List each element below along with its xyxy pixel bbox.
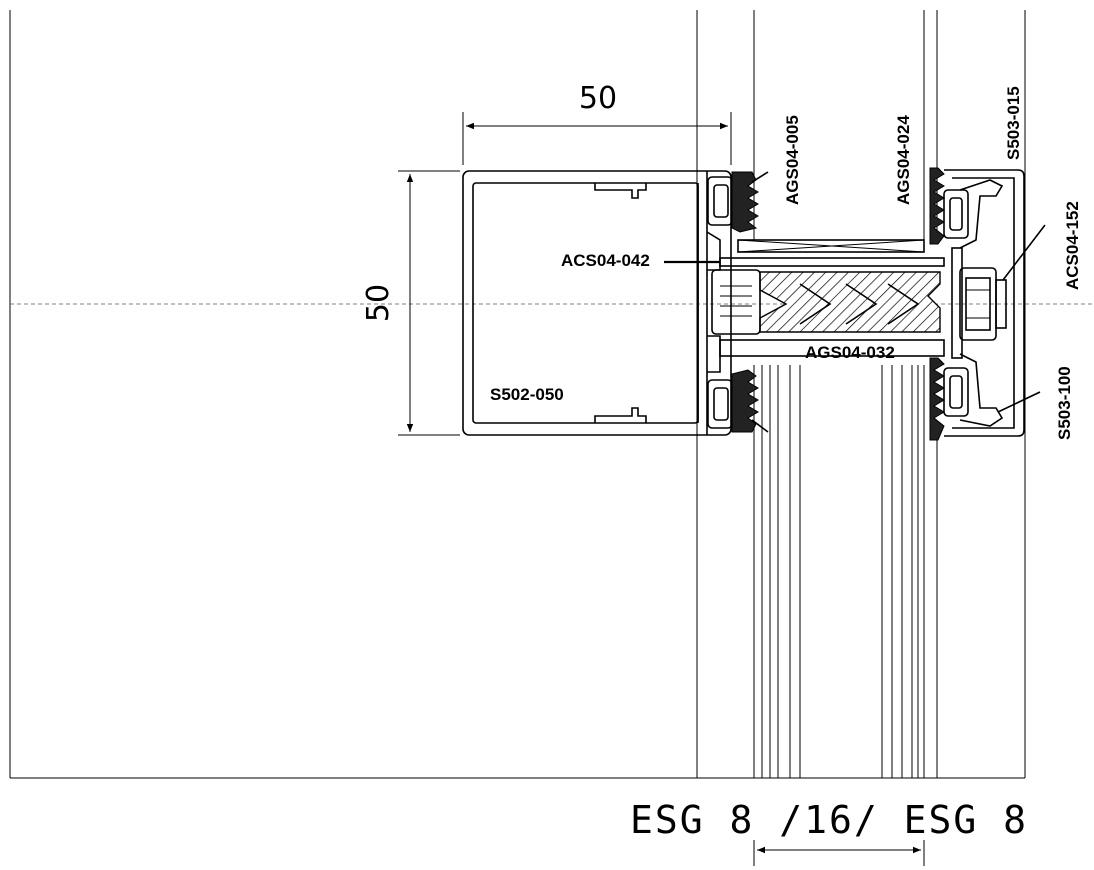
- label-s503-100: S503-100: [1055, 366, 1074, 440]
- mullion-profile: [462, 170, 732, 436]
- thermal-break: [706, 231, 945, 373]
- gasket-bottom-left: [707, 369, 769, 433]
- screw-head: [959, 267, 1007, 341]
- glazing-dimension: [753, 840, 925, 866]
- label-ags04-024: AGS04-024: [894, 115, 913, 205]
- width-dimension: 50: [462, 81, 732, 165]
- pressure-plate: [944, 169, 1025, 437]
- glazing-spec: ESG 8 /16/ ESG 8: [630, 798, 1028, 842]
- label-s502-050: S502-050: [490, 385, 564, 404]
- setting-block: [719, 239, 945, 267]
- width-dimension-label: 50: [579, 81, 617, 116]
- label-acs04-042: ACS04-042: [561, 251, 650, 270]
- gasket-top-left: [707, 171, 769, 233]
- label-ags04-032: AGS04-032: [805, 343, 895, 362]
- gasket-top-right: [929, 167, 969, 245]
- height-dimension: 50: [361, 170, 460, 436]
- gasket-bottom-right: [929, 357, 969, 441]
- leader-lines: [664, 224, 1046, 413]
- label-acs04-152: ACS04-152: [1063, 201, 1082, 290]
- outer-frame: [9, 10, 1026, 779]
- label-s503-015: S503-015: [1004, 86, 1023, 160]
- glass-panes: [753, 10, 938, 778]
- height-dimension-label: 50: [361, 284, 396, 322]
- label-ags04-005: AGS04-005: [783, 115, 802, 205]
